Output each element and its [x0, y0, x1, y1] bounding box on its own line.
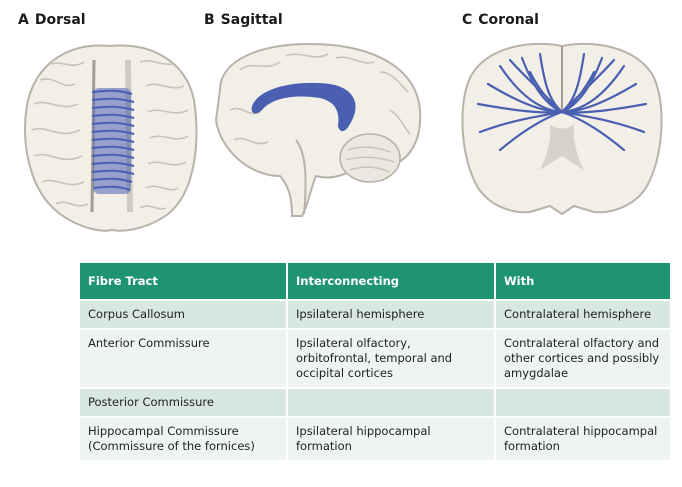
table-row: Anterior Commissure Ipsilateral olfactor…	[80, 330, 670, 387]
header-fibre-tract: Fibre Tract	[80, 263, 286, 299]
header-with: With	[496, 263, 670, 299]
cell-fibre-tract: Posterior Commissure	[80, 389, 286, 416]
sagittal-cerebellum	[339, 133, 401, 183]
table-row: Posterior Commissure	[80, 389, 670, 416]
table-row: Corpus Callosum Ipsilateral hemisphere C…	[80, 301, 670, 328]
sagittal-brain-outline	[214, 42, 422, 217]
coronal-callosal-fibers	[476, 52, 648, 152]
sagittal-brain-illustration	[214, 42, 422, 217]
cell-with: Contralateral hippocampal formation	[496, 418, 670, 460]
coronal-brain-illustration	[461, 42, 663, 216]
sagittal-gyri	[229, 53, 411, 145]
cell-interconnecting	[288, 389, 494, 416]
table-header-row: Fibre Tract Interconnecting With	[80, 263, 670, 299]
cell-fibre-tract: Anterior Commissure	[80, 330, 286, 387]
coronal-ventricles	[540, 124, 584, 170]
cell-fibre-tract: Corpus Callosum	[80, 301, 286, 328]
cell-with: Contralateral olfactory and other cortic…	[496, 330, 670, 387]
cell-interconnecting: Ipsilateral hippocampal formation	[288, 418, 494, 460]
table-row: Hippocampal Commissure (Commissure of th…	[80, 418, 670, 460]
fibre-tract-table: Fibre Tract Interconnecting With Corpus …	[78, 261, 672, 462]
cell-fibre-tract: Hippocampal Commissure (Commissure of th…	[80, 418, 286, 460]
header-interconnecting: Interconnecting	[288, 263, 494, 299]
cell-interconnecting: Ipsilateral olfactory, orbitofrontal, te…	[288, 330, 494, 387]
sagittal-corpus-callosum	[251, 82, 356, 132]
cell-with	[496, 389, 670, 416]
dorsal-brain-illustration	[24, 44, 198, 232]
cell-with: Contralateral hemisphere	[496, 301, 670, 328]
cell-interconnecting: Ipsilateral hemisphere	[288, 301, 494, 328]
dorsal-gyri	[31, 60, 189, 210]
